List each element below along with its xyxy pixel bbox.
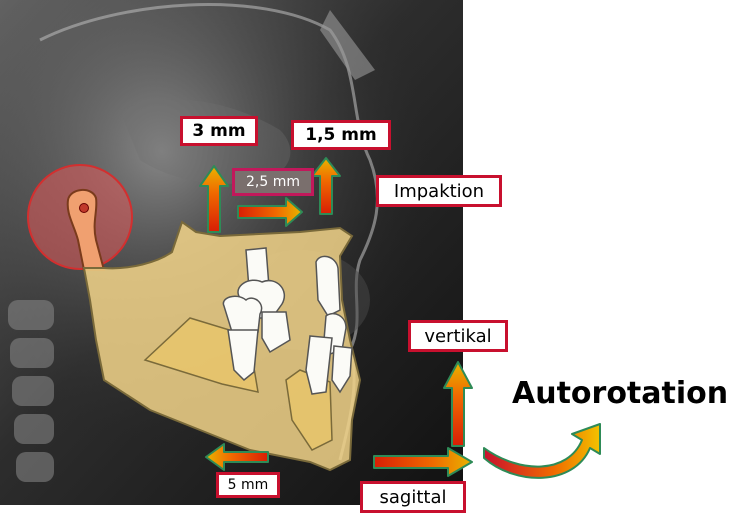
label-5mm: 5 mm <box>216 472 280 498</box>
arrow-up-right <box>311 157 341 215</box>
label-1-5mm: 1,5 mm <box>291 120 391 150</box>
label-3mm: 3 mm <box>180 116 258 146</box>
arrow-left-lower <box>205 443 269 471</box>
teeth-icons <box>222 247 353 395</box>
arrow-icons <box>199 157 473 477</box>
arrow-sagittal <box>373 447 473 477</box>
condyle-highlight-icon <box>27 164 133 271</box>
arrow-vertical <box>443 361 473 447</box>
label-2-5mm: 2,5 mm <box>232 168 314 196</box>
curved-arrow-icon <box>483 423 601 479</box>
label-vertikal: vertikal <box>408 320 508 352</box>
arrow-up-left <box>199 165 229 233</box>
arrow-right-middle <box>237 197 303 227</box>
label-autorotation: Autorotation <box>512 376 729 411</box>
label-impaktion: Impaktion <box>376 175 502 207</box>
label-sagittal: sagittal <box>360 481 466 513</box>
